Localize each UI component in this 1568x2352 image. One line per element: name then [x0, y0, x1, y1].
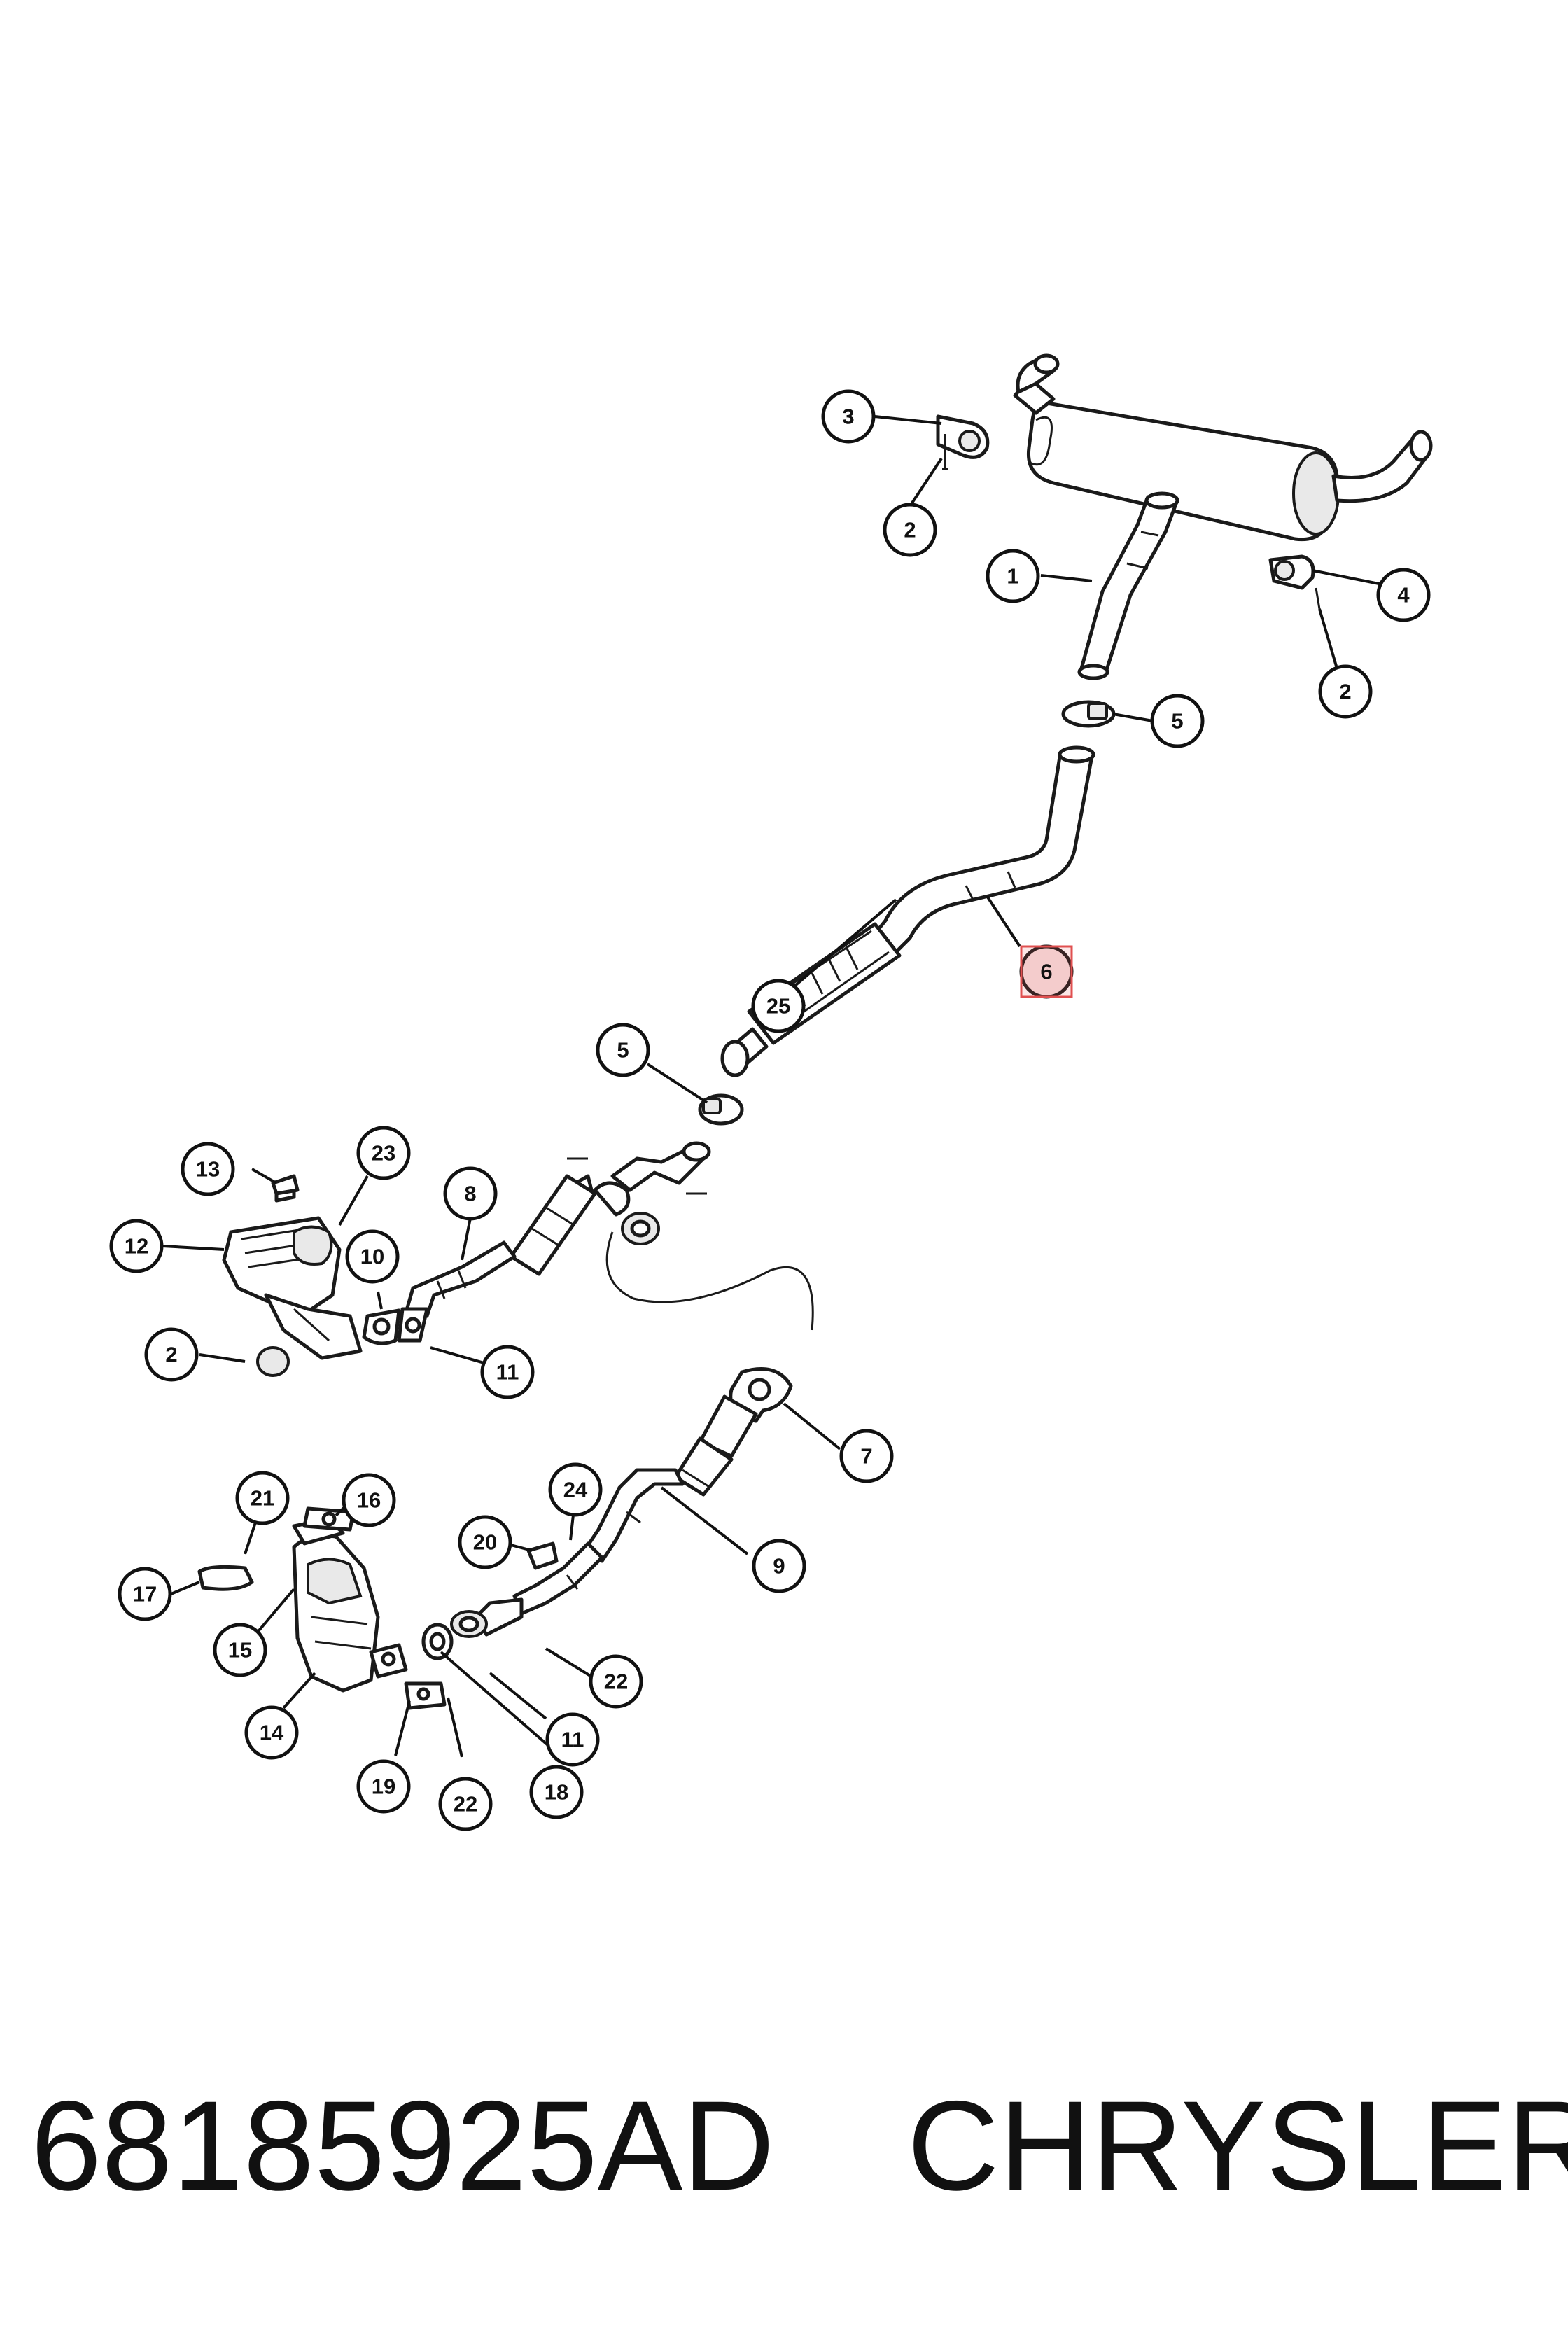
- callout-label-25: 25: [766, 994, 790, 1018]
- part-number: 68185925AD: [31, 2074, 775, 2217]
- callout-label-5-lower: 5: [617, 1038, 629, 1063]
- callout-label-14: 14: [260, 1721, 284, 1745]
- front-pipe-8: [404, 1141, 711, 1318]
- callout-2-left: 2: [144, 1327, 199, 1382]
- callout-8: 8: [443, 1166, 498, 1221]
- callout-25: 25: [751, 979, 806, 1033]
- callout-20: 20: [458, 1515, 512, 1569]
- callout-label-23: 23: [372, 1141, 396, 1166]
- resonator-25: [720, 922, 902, 1077]
- callout-1: 1: [986, 549, 1040, 603]
- callout-label-3: 3: [842, 405, 854, 429]
- callout-22-bottom: 22: [438, 1777, 493, 1831]
- callout-14: 14: [244, 1705, 299, 1760]
- callout-19: 19: [356, 1759, 411, 1814]
- callout-7: 7: [839, 1429, 894, 1483]
- callout-label-10: 10: [360, 1245, 384, 1269]
- callout-label-24: 24: [564, 1478, 588, 1502]
- hanger-bracket-4: [1268, 554, 1321, 610]
- callout-label-19: 19: [372, 1774, 396, 1799]
- tailpipe-1: [1077, 491, 1180, 680]
- manifold-converter-12: [222, 1181, 363, 1377]
- callout-label-2-right: 2: [1339, 680, 1351, 704]
- callout-18: 18: [529, 1765, 584, 1819]
- callout-11-lower: 11: [545, 1712, 600, 1767]
- callout-10: 10: [345, 1229, 400, 1284]
- callout-label-7: 7: [860, 1444, 872, 1469]
- clamp-5-lower: [698, 1093, 744, 1126]
- callout-23: 23: [356, 1126, 411, 1180]
- callout-label-1: 1: [1007, 564, 1018, 589]
- bracket-19: [404, 1681, 447, 1710]
- gasket-16: [302, 1506, 356, 1532]
- callout-2-top: 2: [883, 503, 937, 557]
- callout-24: 24: [548, 1462, 603, 1517]
- callout-label-2-top: 2: [904, 518, 916, 542]
- callout-label-20: 20: [473, 1530, 497, 1555]
- callout-label-4: 4: [1397, 583, 1410, 608]
- callout-label-12: 12: [125, 1234, 148, 1259]
- callout-22-right: 22: [589, 1654, 643, 1709]
- callout-5-lower: 5: [596, 1023, 650, 1077]
- callout-15: 15: [213, 1623, 267, 1677]
- heat-shield-13: [271, 1174, 300, 1196]
- callout-13: 13: [181, 1142, 235, 1196]
- callout-label-2-left: 2: [165, 1343, 177, 1367]
- callout-label-21: 21: [251, 1486, 274, 1511]
- callout-3: 3: [821, 389, 876, 444]
- callout-label-5-upper: 5: [1171, 709, 1183, 734]
- clamp-5-upper: [1061, 700, 1116, 728]
- manifold-converter-14: [292, 1517, 408, 1693]
- rear-muffler: [1013, 354, 1433, 542]
- callout-5-upper: 5: [1150, 694, 1205, 748]
- callout-label-11-lower: 11: [561, 1728, 584, 1752]
- callout-17: 17: [118, 1567, 172, 1621]
- callout-12: 12: [109, 1219, 164, 1273]
- intermediate-pipe-6: [869, 746, 1096, 954]
- callout-21: 21: [235, 1471, 290, 1525]
- callout-label-13: 13: [196, 1157, 220, 1182]
- callout-label-15: 15: [228, 1638, 252, 1662]
- callout-2-right: 2: [1318, 664, 1373, 719]
- callout-9: 9: [752, 1539, 806, 1593]
- bracket-20: [526, 1541, 559, 1570]
- callout-label-16: 16: [357, 1488, 381, 1513]
- callout-label-22-bottom: 22: [454, 1792, 477, 1816]
- gasket-18: [421, 1623, 454, 1660]
- callout-label-22-right: 22: [604, 1670, 628, 1694]
- hanger-bracket-3: [936, 414, 990, 470]
- callout-label-17: 17: [133, 1582, 157, 1606]
- callout-6-highlighted: 6: [1019, 944, 1074, 999]
- leader-lines: [162, 415, 1383, 1758]
- callout-16: 16: [342, 1473, 396, 1527]
- callout-label-11-upper: 11: [496, 1360, 519, 1385]
- gasket-10: [362, 1307, 429, 1345]
- callout-label-6: 6: [1040, 960, 1052, 984]
- callout-label-18: 18: [545, 1780, 568, 1805]
- front-pipe-9: [450, 1367, 793, 1638]
- callout-4: 4: [1376, 568, 1431, 622]
- callout-label-9: 9: [773, 1554, 785, 1578]
- assembly-connector: [606, 1231, 814, 1331]
- callout-11-upper: 11: [480, 1345, 535, 1399]
- callout-label-8: 8: [464, 1182, 476, 1206]
- bracket-17: [197, 1564, 254, 1591]
- brand-name: CHRYSLER: [907, 2074, 1568, 2217]
